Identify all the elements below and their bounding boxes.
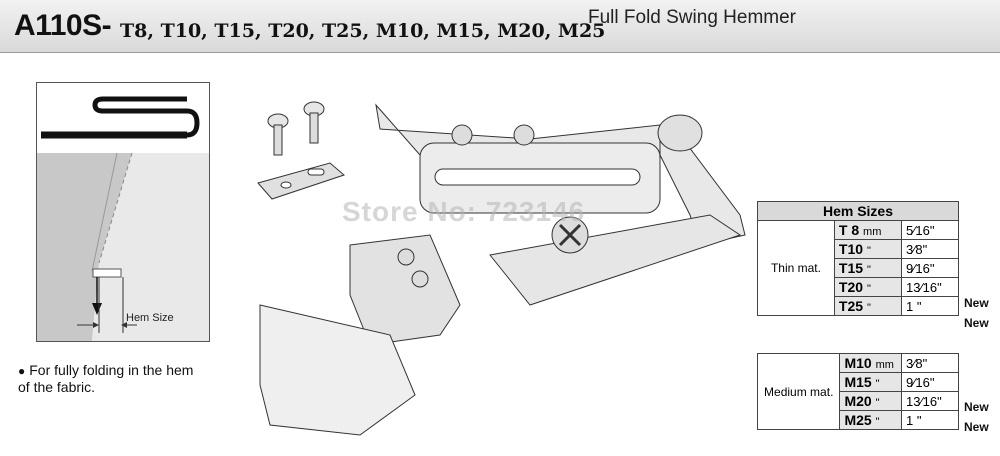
unit: " (875, 416, 880, 428)
model-sizes: T8, T10, T15, T20, T25, M10, M15, M20, M… (120, 20, 606, 42)
model-code: T20 (838, 279, 864, 295)
product-name: Full Fold Swing Hemmer (588, 7, 796, 28)
hem-size-value: 13⁄16" (901, 277, 959, 297)
model-code: T15 (838, 260, 864, 276)
hem-size-value: 9⁄16" (901, 372, 959, 392)
model-code: M10 (844, 355, 872, 371)
hem-size-value: 3⁄8" (901, 353, 959, 373)
note-line-2: of the fabric. (18, 379, 96, 395)
fold-diagram (36, 82, 210, 342)
title-bar: A110S- T8, T10, T15, T20, T25, M10, M15,… (0, 0, 1000, 53)
hem-size-value: 1 " (901, 296, 959, 316)
unit: " (875, 397, 880, 409)
new-badge: New (964, 316, 989, 330)
hem-sizes-table-thin: Hem Sizes Thin mat. T 8 mm 5⁄16" T10 " 3… (757, 201, 959, 316)
model-code: M20 (844, 393, 872, 409)
usage-note: ●For fully folding in the hem of the fab… (18, 362, 193, 395)
model-code: M15 (844, 374, 872, 390)
table-row: M25 " 1 " (758, 410, 959, 430)
new-badge: New (964, 400, 989, 414)
table-row: M15 " 9⁄16" (758, 372, 959, 392)
hem-size-value: 5⁄16" (901, 220, 959, 240)
table-row: Medium mat. M10 mm 3⁄8" (756, 353, 959, 430)
bullet-icon: ● (18, 364, 26, 378)
unit: " (866, 302, 871, 314)
table-row: M20 " 13⁄16" (758, 391, 959, 411)
table-row: Thin mat. T 8 mm 5⁄16" (757, 220, 959, 316)
table-title: Hem Sizes (757, 201, 959, 221)
new-badge: New (964, 296, 989, 310)
unit: " (866, 245, 871, 257)
unit: mm (863, 226, 882, 238)
model-number: A110S- (14, 9, 112, 42)
unit: " (866, 264, 871, 276)
model-code: M25 (844, 412, 872, 428)
table-row: T25 " 1 " (758, 296, 959, 316)
new-badge: New (964, 420, 989, 434)
material-group-label: Thin mat. (757, 220, 835, 316)
model-code: T 8 (838, 222, 860, 238)
screw-icon (267, 101, 325, 156)
fold-illustration (37, 96, 209, 341)
store-watermark: Store No: 723146 (342, 196, 586, 227)
model-code: T10 (838, 241, 864, 257)
note-line-1: For fully folding in the hem (29, 362, 194, 378)
hem-size-value: 9⁄16" (901, 258, 959, 278)
hem-size-value: 3⁄8" (901, 239, 959, 259)
unit: mm (875, 359, 894, 371)
material-group-label: Medium mat. (756, 353, 841, 430)
table-row: T20 " 13⁄16" (758, 277, 959, 297)
unit: " (875, 378, 880, 390)
unit: " (866, 283, 871, 295)
hem-sizes-table-medium: Medium mat. M10 mm 3⁄8" M15 " 9⁄16" M20 … (756, 353, 959, 430)
hem-size-value: 1 " (901, 410, 959, 430)
model-code: T25 (838, 298, 864, 314)
table-row: T15 " 9⁄16" (758, 258, 959, 278)
hem-size-label: Hem Size (126, 312, 174, 324)
hem-size-value: 13⁄16" (901, 391, 959, 411)
hemmer-illustration (257, 101, 746, 436)
